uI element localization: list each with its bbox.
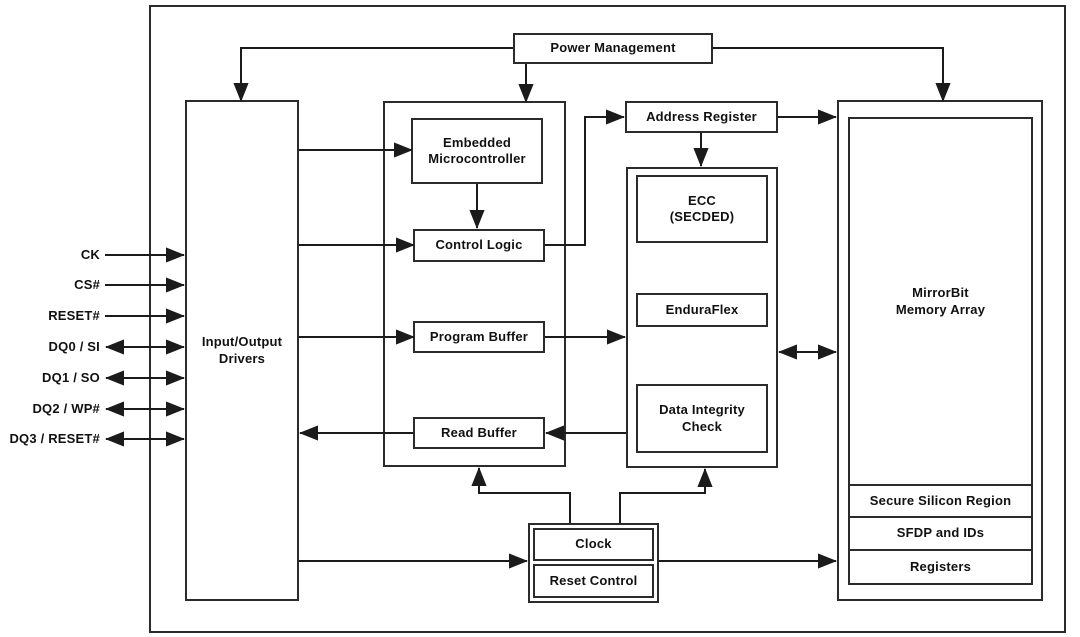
io-drivers-label: Input/Output Drivers xyxy=(201,334,283,366)
signal-label-cs: CS# xyxy=(74,277,100,292)
signal-label-dq0-si: DQ0 / SI xyxy=(48,339,100,354)
mirrorbit-memory-array-label: MirrorBit Memory Array xyxy=(895,285,986,317)
signal-label-dq1-so: DQ1 / SO xyxy=(42,370,100,385)
registers-block: Registers xyxy=(848,549,1033,585)
signal-label-dq2-wp: DQ2 / WP# xyxy=(32,401,100,416)
embedded-microcontroller-label: Embedded Microcontroller xyxy=(428,134,526,166)
read-buffer-label: Read Buffer xyxy=(441,424,517,440)
reset-control-block: Reset Control xyxy=(533,564,654,598)
power-management-block: Power Management xyxy=(513,33,713,64)
power-management-label: Power Management xyxy=(550,40,676,56)
control-logic-label: Control Logic xyxy=(435,237,523,253)
enduraflex-label: EnduraFlex xyxy=(665,301,739,317)
signal-label-ck: CK xyxy=(80,247,100,262)
reset-control-label: Reset Control xyxy=(549,572,638,588)
embedded-microcontroller-block: Embedded Microcontroller xyxy=(411,118,543,184)
registers-label: Registers xyxy=(909,558,972,574)
data-integrity-check-label: Data Integrity Check xyxy=(659,402,745,434)
signal-label-reset: RESET# xyxy=(48,308,100,323)
ecc-secded-block: ECC (SECDED) xyxy=(636,175,768,243)
secure-silicon-region-block: Secure Silicon Region xyxy=(848,484,1033,518)
diagram-border xyxy=(149,5,1066,633)
ecc-secded-label: ECC (SECDED) xyxy=(669,192,735,224)
enduraflex-block: EnduraFlex xyxy=(636,293,768,327)
mirrorbit-memory-array-block: MirrorBit Memory Array xyxy=(848,117,1033,486)
read-buffer-block: Read Buffer xyxy=(413,417,545,449)
clock-group-box xyxy=(528,523,659,603)
data-integrity-check-block: Data Integrity Check xyxy=(636,384,768,453)
clock-label: Clock xyxy=(575,536,612,552)
program-buffer-block: Program Buffer xyxy=(413,321,545,353)
address-register-block: Address Register xyxy=(625,101,778,133)
ecc-group-box xyxy=(626,167,778,468)
program-buffer-label: Program Buffer xyxy=(429,328,529,344)
io-drivers-block: Input/Output Drivers xyxy=(185,100,299,601)
control-logic-block: Control Logic xyxy=(413,229,545,262)
secure-silicon-region-label: Secure Silicon Region xyxy=(869,492,1012,508)
controller-group-box xyxy=(383,101,566,467)
signal-label-dq3-reset: DQ3 / RESET# xyxy=(9,431,100,446)
clock-block: Clock xyxy=(533,528,654,561)
sfdp-and-ids-label: SFDP and IDs xyxy=(896,525,985,541)
address-register-label: Address Register xyxy=(646,108,757,124)
sfdp-and-ids-block: SFDP and IDs xyxy=(848,516,1033,551)
